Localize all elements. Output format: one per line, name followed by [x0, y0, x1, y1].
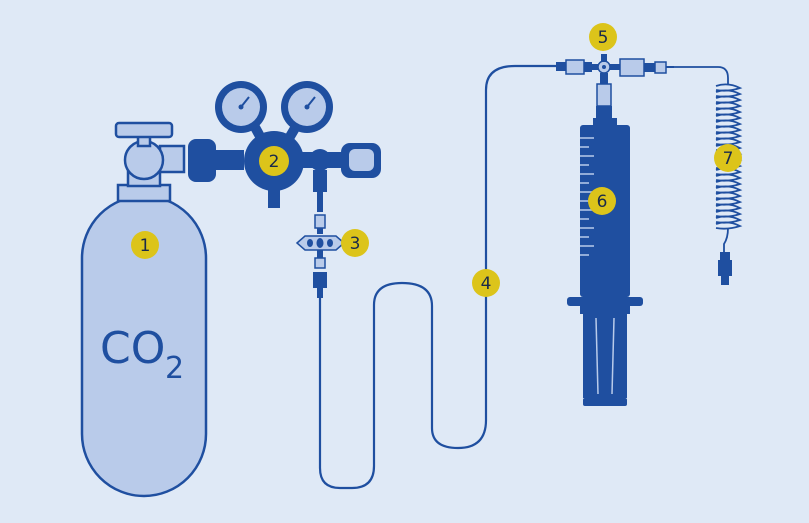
syringe-plunger-end — [583, 398, 627, 406]
callout-badge — [588, 187, 616, 215]
callout-6: 6 — [588, 187, 616, 215]
callout-badge — [714, 144, 742, 172]
callout-7: 7 — [714, 144, 742, 172]
regulator-inlet-nut — [188, 139, 216, 182]
cylinder-valve-handle — [114, 121, 174, 139]
syringe-plunger — [583, 312, 627, 398]
gauge-left — [215, 81, 267, 133]
callout-number: 2 — [269, 152, 280, 172]
syringe-flange — [567, 297, 643, 306]
regulator-needle-valve — [309, 149, 331, 171]
cylinder-label-subscript: 2 — [165, 351, 184, 386]
valve-connector — [313, 272, 327, 288]
callout-badge — [472, 269, 500, 297]
coil-end-connector — [718, 260, 732, 276]
connector — [556, 54, 674, 120]
pressure-regulator — [188, 81, 381, 212]
callout-number: 4 — [481, 274, 492, 294]
callout-badge — [589, 23, 617, 51]
callout-2: 2 — [259, 146, 289, 176]
regulator-inlet-pipe — [212, 150, 244, 170]
callout-badge — [259, 146, 289, 176]
callout-number: 1 — [140, 236, 151, 256]
cylinder-label: CO — [100, 323, 165, 374]
cylinder-neck — [116, 183, 172, 203]
callout-number: 5 — [598, 28, 609, 48]
coiled-tubing — [674, 66, 743, 285]
callout-3: 3 — [341, 229, 369, 257]
tubing — [318, 64, 562, 490]
regulator-outlet-stem — [313, 170, 327, 192]
coil-loop — [715, 221, 743, 230]
gauge-right — [281, 81, 333, 133]
callout-badge — [341, 229, 369, 257]
callout-4: 4 — [472, 269, 500, 297]
regulator-bottom-plug — [268, 188, 280, 208]
callout-number: 6 — [597, 192, 608, 212]
callout-number: 3 — [350, 234, 361, 254]
callout-5: 5 — [589, 23, 617, 51]
valve — [295, 214, 346, 298]
co2-cylinder: CO 2 — [80, 121, 208, 498]
callout-1: 1 — [131, 231, 159, 259]
callout-badge — [131, 231, 159, 259]
callout-number: 7 — [723, 149, 734, 169]
